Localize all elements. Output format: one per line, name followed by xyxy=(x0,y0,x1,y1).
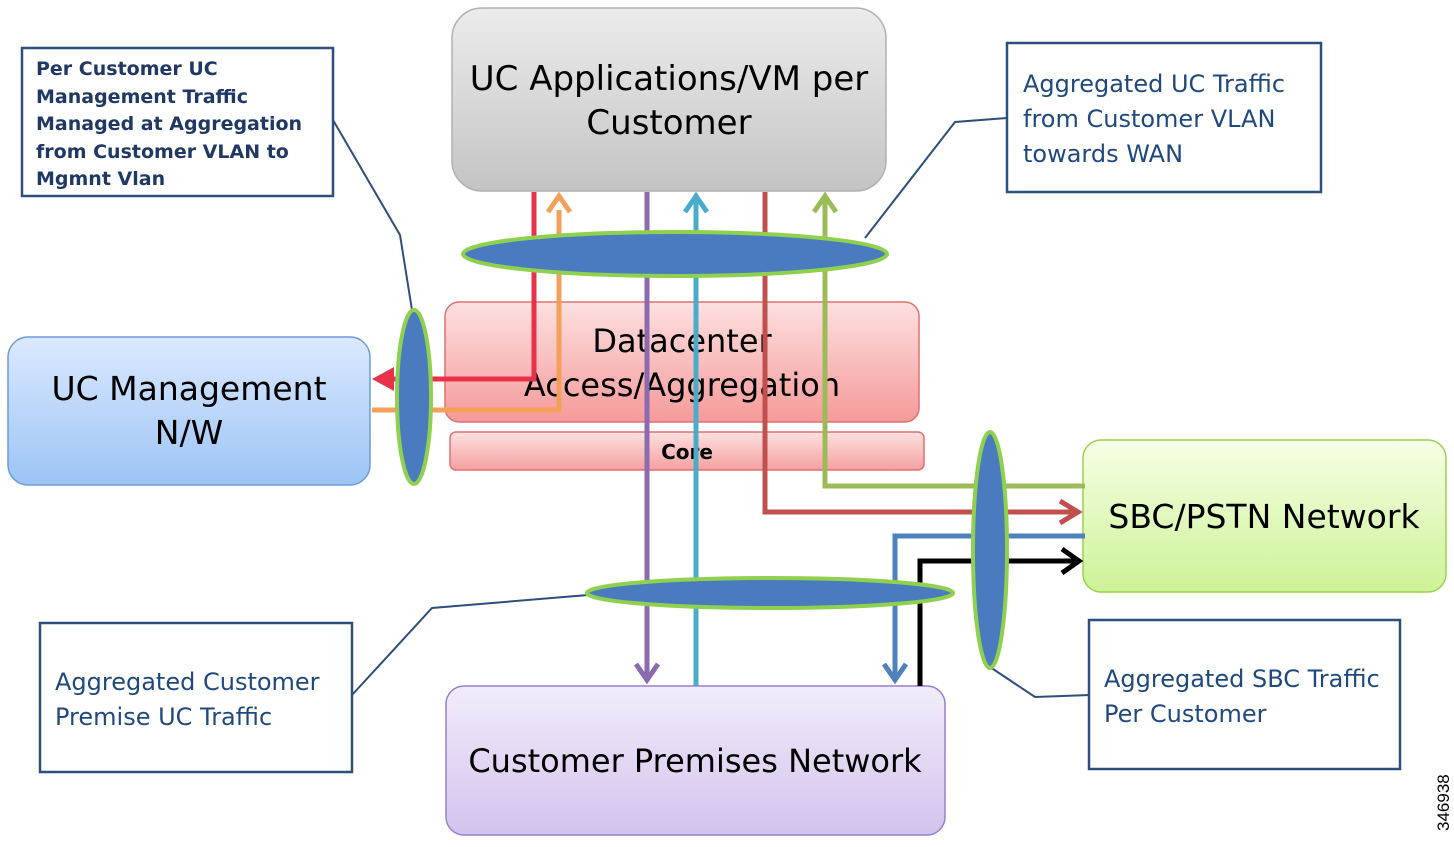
orange-flow-arrowhead xyxy=(545,191,573,214)
aggregation-ellipse-sbc xyxy=(971,430,1009,670)
mgmt-callout-line: Management Traffic xyxy=(36,86,248,108)
figure-number-text: 346938 xyxy=(1434,774,1453,831)
uc-traffic-callout: Aggregated UC Traffic from Customer VLAN… xyxy=(1005,41,1323,194)
premise-traffic-callout: Aggregated Customer Premise UC Traffic xyxy=(38,621,354,774)
uc-management-line2: N/W xyxy=(155,413,223,452)
red-flow-arrowhead xyxy=(372,367,394,391)
premise-callout-line: Aggregated Customer xyxy=(55,668,320,696)
aggregation-ellipse-mgmt xyxy=(395,308,433,486)
uc-traffic-callout-line: towards WAN xyxy=(1023,140,1183,168)
darkred-flow-line xyxy=(762,192,1075,515)
black-flow-arrowhead xyxy=(1060,546,1084,576)
premise-callout-line: Premise UC Traffic xyxy=(55,703,272,731)
mgmt-callout-leader xyxy=(332,119,413,311)
uc-traffic-callout-line: from Customer VLAN xyxy=(1023,105,1275,133)
uc-applications-line2: Customer xyxy=(586,103,751,143)
sbc-pstn-node: SBC/PSTN Network xyxy=(1082,439,1447,593)
uc-traffic-callout-line: Aggregated UC Traffic xyxy=(1023,70,1285,98)
uc-applications-node: UC Applications/VM per Customer xyxy=(451,7,887,192)
datacenter-node: Datacenter Access/Aggregation xyxy=(444,301,920,423)
figure-number: 346938 xyxy=(1432,753,1453,833)
sbc-pstn-label: SBC/PSTN Network xyxy=(1108,497,1420,536)
purple-flow-arrowhead xyxy=(633,662,661,685)
sbc-traffic-callout: Aggregated SBC Traffic Per Customer xyxy=(1087,618,1402,771)
darkred-flow-arrowhead xyxy=(1058,498,1083,526)
uc-traffic-callout-leader xyxy=(864,117,1008,239)
sbc-callout-line: Per Customer xyxy=(1104,700,1267,728)
orange-flow-line xyxy=(372,210,562,413)
mgmt-callout-line: Managed at Aggregation xyxy=(36,113,302,135)
premise-callout-leader xyxy=(351,594,589,696)
mgmt-callout-line: from Customer VLAN to xyxy=(36,141,289,163)
cyan-flow-arrowhead xyxy=(682,191,710,214)
datacenter-line1: Datacenter xyxy=(592,322,772,360)
uc-applications-line1: UC Applications/VM per xyxy=(470,59,868,99)
black-flow-line xyxy=(917,558,1075,686)
mgmt-callout-line: Per Customer UC xyxy=(36,58,218,80)
sbc-callout-leader xyxy=(989,666,1091,699)
core-label: Core xyxy=(661,440,713,464)
green-flow-arrowhead xyxy=(811,191,839,214)
aggregation-ellipse-bottom xyxy=(585,576,955,610)
core-node: Core xyxy=(449,431,925,471)
mgmt-callout-line: Mgmnt Vlan xyxy=(36,168,165,190)
uc-management-node: UC Management N/W xyxy=(7,336,371,486)
mgmt-traffic-callout: Per Customer UC Management Traffic Manag… xyxy=(20,46,335,198)
aggregation-ellipse-top xyxy=(461,230,889,278)
customer-premises-node: Customer Premises Network xyxy=(445,685,946,836)
uc-management-line1: UC Management xyxy=(51,369,326,408)
blue-flow-arrowhead xyxy=(881,662,909,685)
customer-premises-label: Customer Premises Network xyxy=(468,742,922,780)
datacenter-line2: Access/Aggregation xyxy=(524,366,840,404)
sbc-callout-line: Aggregated SBC Traffic xyxy=(1104,665,1380,693)
blue-flow-line xyxy=(892,533,1085,680)
